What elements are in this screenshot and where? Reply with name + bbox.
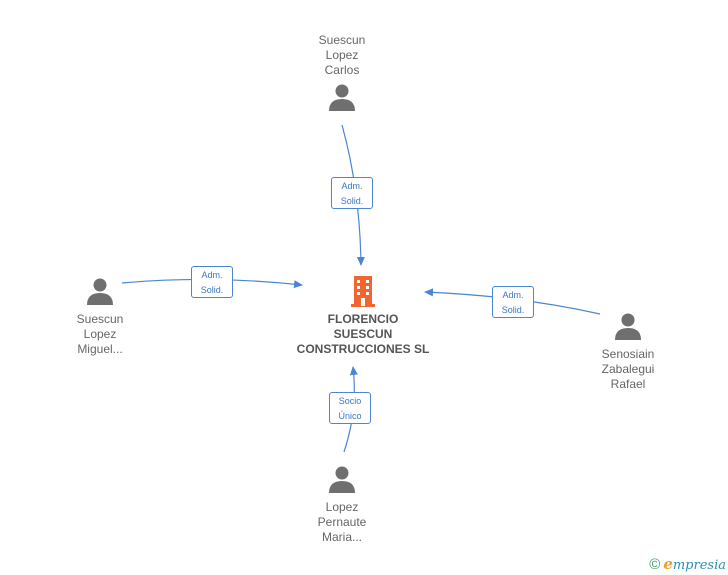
brand-logo: empresia xyxy=(663,555,726,573)
person-node-carlos[interactable]: Suescun Lopez Carlos xyxy=(302,33,382,112)
person-name: Suescun Lopez Miguel... xyxy=(76,312,124,356)
relation-badge-rafael[interactable]: Adm.Solid. xyxy=(492,286,534,318)
person-node-rafael[interactable]: Senosiain Zabalegui Rafael xyxy=(588,311,668,392)
copyright-icon: © xyxy=(649,555,661,573)
person-icon xyxy=(329,466,355,493)
company-node[interactable]: FLORENCIO SUESCUN CONSTRUCCIONES SL xyxy=(295,272,431,357)
person-node-miguel[interactable]: Suescun Lopez Miguel... xyxy=(60,276,140,357)
person-icon xyxy=(615,313,641,340)
person-name: Lopez Pernaute Maria... xyxy=(317,500,367,544)
footer-brand[interactable]: © empresia xyxy=(649,555,726,573)
person-icon xyxy=(87,278,113,305)
person-name: Suescun Lopez Carlos xyxy=(318,33,366,77)
company-name: FLORENCIO SUESCUN CONSTRUCCIONES SL xyxy=(296,312,430,356)
relation-badge-carlos[interactable]: Adm.Solid. xyxy=(331,177,373,209)
person-node-maria[interactable]: Lopez Pernaute Maria... xyxy=(302,464,382,545)
person-icon xyxy=(329,84,355,111)
person-name: Senosiain Zabalegui Rafael xyxy=(601,347,655,391)
building-icon xyxy=(351,276,375,307)
relation-badge-miguel[interactable]: Adm.Solid. xyxy=(191,266,233,298)
